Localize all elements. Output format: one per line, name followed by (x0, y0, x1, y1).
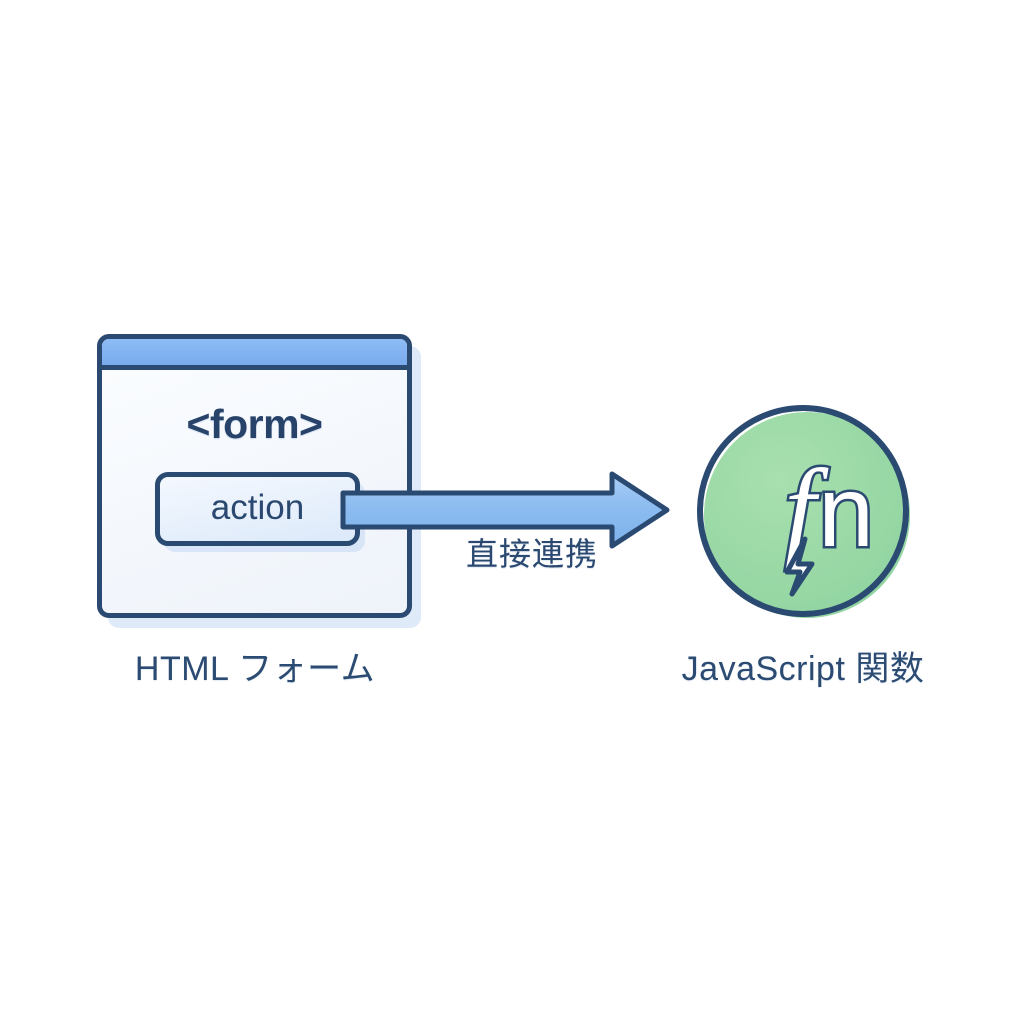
javascript-function-node: f n (688, 398, 923, 630)
lightning-bolt-icon (784, 536, 815, 597)
form-tag-label: <form> (186, 401, 324, 447)
fn-glyph-icon: f n (782, 445, 876, 597)
direct-link-arrow (340, 466, 680, 554)
html-form-caption: HTML フォーム (134, 650, 376, 688)
arrow-label: 直接連携 (465, 536, 598, 572)
action-attribute-label: action (210, 488, 305, 527)
function-node-ring (697, 405, 909, 617)
window-titlebar (102, 339, 407, 370)
javascript-function-caption: JavaScript 関数 (681, 650, 925, 688)
action-attribute-chip: action (155, 472, 360, 546)
html-form-window: <form> action (97, 334, 412, 618)
arrow-shape-icon (340, 471, 670, 549)
svg-text:n: n (818, 456, 874, 568)
